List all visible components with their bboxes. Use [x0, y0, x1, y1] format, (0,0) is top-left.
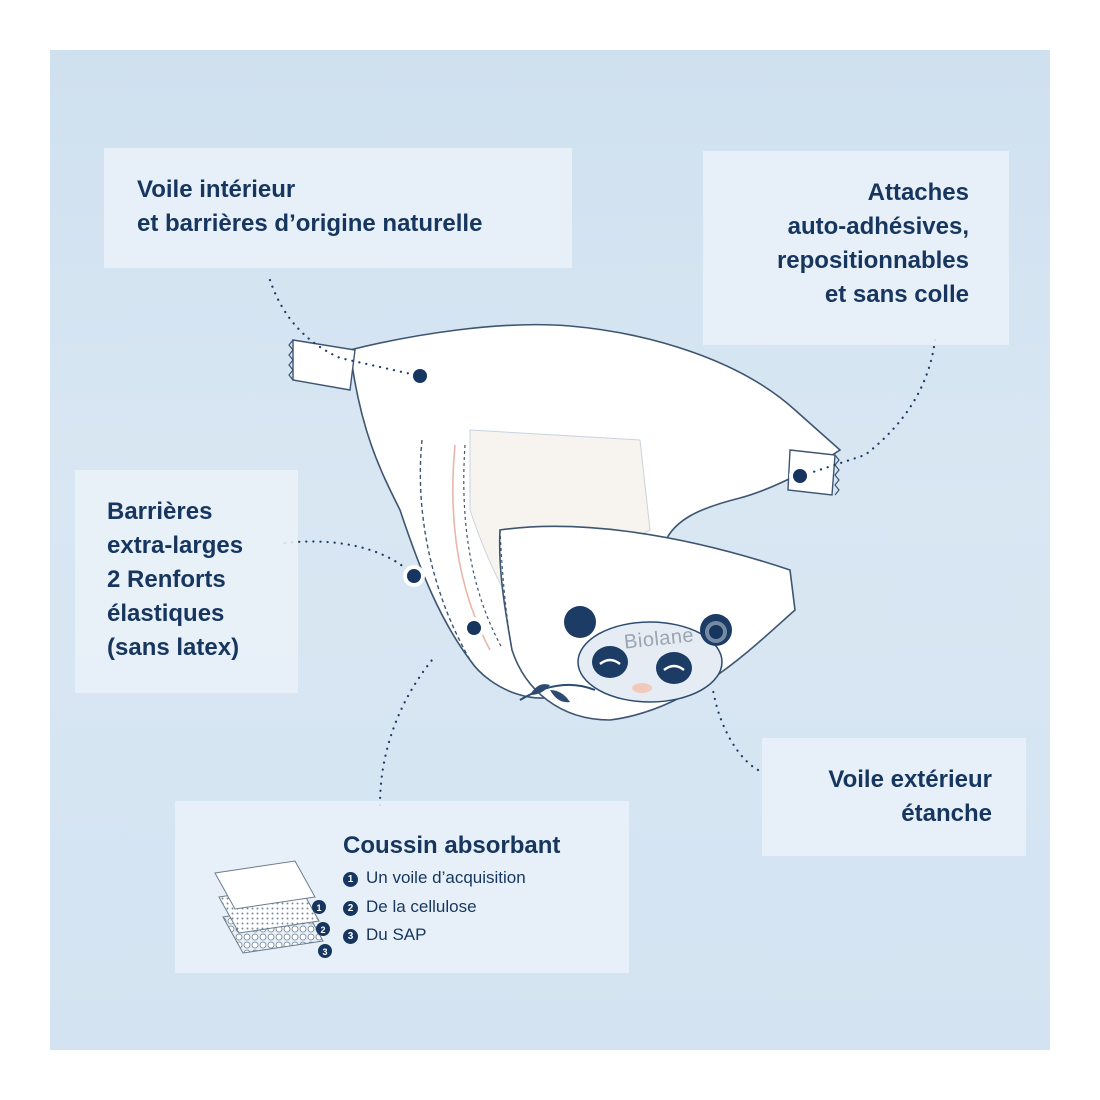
barrier-left [419, 439, 471, 661]
callout-line-attaches [805, 338, 937, 476]
label-line: et barrières d’origine naturelle [137, 210, 483, 237]
label-line: auto-adhésives, [787, 213, 969, 240]
label-line: Voile extérieur [828, 766, 992, 793]
item-number: 2 [343, 901, 358, 916]
label-line: extra-larges [107, 532, 244, 559]
svg-text:2: 2 [320, 925, 325, 935]
label-voile-interieur: Voile intérieur et barrières d’origine n… [104, 148, 572, 268]
coussin-title: Coussin absorbant [343, 832, 561, 859]
callout-line-barrieres [283, 540, 412, 574]
item-number: 3 [343, 929, 358, 944]
diaper-illustration [268, 278, 937, 807]
layers-icon: 1 2 3 [214, 860, 332, 958]
label-voile-exterieur: Voile extérieur étanche [762, 738, 1026, 856]
label-line: repositionnables [776, 247, 969, 274]
barrier-inner-2 [463, 444, 503, 649]
label-line: 2 Renforts [107, 566, 226, 593]
leaf-icon [519, 683, 596, 703]
label-line: (sans latex) [107, 634, 240, 661]
coussin-item: 3 Du SAP [343, 924, 426, 946]
label-attaches: Attaches auto-adhésives, repositionnable… [703, 151, 1009, 345]
label-line: Voile intérieur [137, 176, 296, 203]
coussin-item: 1 Un voile d’acquisition [343, 867, 526, 889]
svg-text:3: 3 [322, 947, 327, 957]
coussin-item: 2 De la cellulose [343, 896, 477, 918]
item-text: Du SAP [366, 925, 427, 944]
label-line: et sans colle [824, 281, 969, 308]
label-line: étanche [901, 800, 992, 827]
item-text: Un voile d’acquisition [366, 868, 526, 887]
callout-line-voile-ext [711, 688, 760, 772]
marker-dot-icon [403, 365, 811, 643]
callout-line-coussin [378, 658, 434, 807]
label-line: élastiques [107, 600, 225, 627]
label-line: Attaches [867, 179, 969, 206]
coussin-card: 1 2 3 Coussin absorbant 1 Un voile d’acqu… [175, 801, 629, 973]
tab-left [292, 339, 356, 391]
item-text: De la cellulose [366, 897, 477, 916]
infographic-panel: Biolane Voile intérieur et barrières d’o… [50, 50, 1050, 1050]
label-barrieres: Barrières extra-larges 2 Renforts élasti… [75, 470, 298, 693]
svg-text:1: 1 [316, 903, 321, 913]
label-line: Barrières [107, 498, 213, 525]
item-number: 1 [343, 872, 358, 887]
